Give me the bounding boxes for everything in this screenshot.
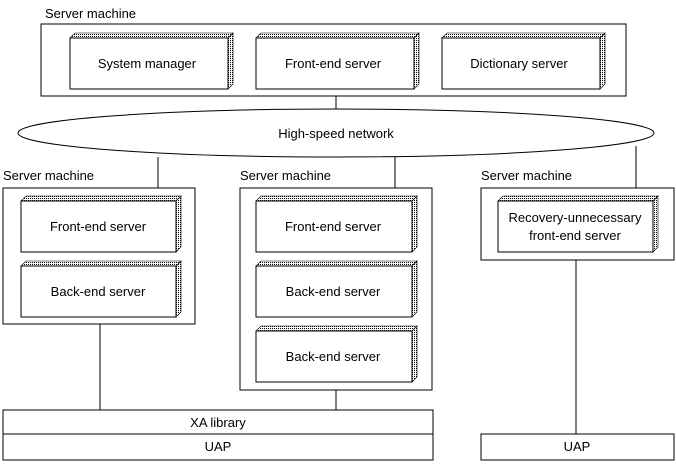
- component-back-end-server-left: Back-end server: [20, 260, 182, 318]
- server-machine-label-middle: Server machine: [240, 168, 331, 183]
- component-recovery-unnecessary-label-line1: Recovery-unnecessary: [509, 210, 642, 225]
- component-recovery-unnecessary-label-line2: front-end server: [529, 228, 621, 243]
- server-machine-label-top: Server machine: [45, 6, 136, 21]
- component-front-end-server-left: Front-end server: [20, 195, 182, 253]
- component-front-end-server-top-label: Front-end server: [285, 56, 382, 71]
- connector-lines: [99, 96, 637, 434]
- component-back-end-server-middle-1-label: Back-end server: [286, 284, 381, 299]
- xa-library-label: XA library: [190, 415, 246, 430]
- component-front-end-server-left-label: Front-end server: [50, 219, 147, 234]
- server-machine-middle: [239, 187, 433, 391]
- component-recovery-unnecessary-front-end-server: Recovery-unnecessary front-end server: [497, 195, 659, 253]
- component-dictionary-server: Dictionary server: [441, 32, 606, 90]
- component-front-end-server-middle-label: Front-end server: [285, 219, 382, 234]
- component-back-end-server-middle-1: Back-end server: [255, 260, 418, 318]
- component-back-end-server-middle-2-label: Back-end server: [286, 349, 381, 364]
- component-system-manager: System manager: [69, 32, 234, 90]
- component-front-end-server-middle: Front-end server: [255, 195, 418, 253]
- uap-right-label: UAP: [564, 439, 591, 454]
- server-machine-label-right: Server machine: [481, 168, 572, 183]
- component-dictionary-server-label: Dictionary server: [470, 56, 568, 71]
- component-back-end-server-left-label: Back-end server: [51, 284, 146, 299]
- uap-left-label: UAP: [205, 439, 232, 454]
- server-machine-label-left: Server machine: [3, 168, 94, 183]
- server-machine-right: [480, 187, 675, 261]
- server-machine-top: [40, 23, 627, 97]
- client-stack-right: UAP: [480, 433, 675, 461]
- component-front-end-server-top: Front-end server: [255, 32, 420, 90]
- component-back-end-server-middle-2: Back-end server: [255, 325, 418, 383]
- high-speed-network: [17, 108, 655, 158]
- component-system-manager-label: System manager: [98, 56, 197, 71]
- high-speed-network-label: High-speed network: [278, 126, 394, 141]
- client-stack-left: XA library UAP: [2, 409, 434, 461]
- server-machine-left: [2, 187, 196, 325]
